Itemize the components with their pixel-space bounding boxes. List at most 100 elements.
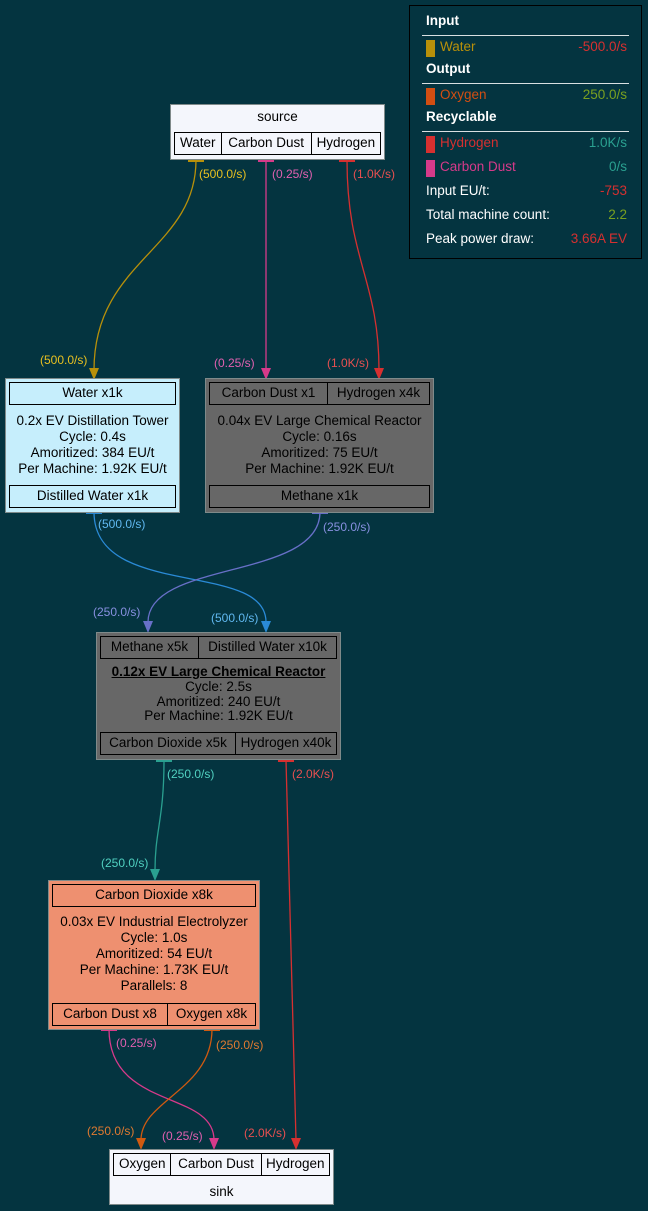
- distill-cycle: Cycle: 0.4s: [59, 429, 126, 444]
- edge-label-water-dst: (500.0/s): [40, 353, 87, 367]
- edge-label-h2b-src: (2.0K/s): [292, 767, 334, 781]
- stat-value: 2.2: [608, 207, 627, 222]
- distill-output-port: Distilled Water x1k: [9, 485, 176, 508]
- chemical-reactor-1-node[interactable]: Carbon Dust x1 Hydrogen x4k 0.04x EV Lar…: [205, 378, 434, 513]
- legend-item-name: Hydrogen: [440, 135, 499, 150]
- stat-label: Peak power draw:: [426, 231, 535, 246]
- oxygen-swatch-icon: [426, 88, 435, 105]
- distill-per-machine: Per Machine: 1.92K EU/t: [18, 461, 167, 476]
- legend-divider: [422, 131, 629, 132]
- source-port-water[interactable]: Water: [175, 133, 222, 154]
- lcr2-cycle: Cycle: 2.5s: [185, 679, 252, 694]
- edge-label-dw-src: (500.0/s): [98, 517, 145, 531]
- legend-item-name: Oxygen: [440, 87, 487, 102]
- electrolyzer-node[interactable]: Carbon Dioxide x8k 0.03x EV Industrial E…: [48, 880, 260, 1030]
- legend-input-header: Input: [426, 13, 459, 28]
- edge-methane: (250.0/s) (250.0/s): [93, 510, 370, 633]
- edge-label-cdust-src: (0.25/s): [272, 167, 313, 181]
- lcr2-port-distilled-water[interactable]: Distilled Water x10k: [208, 639, 327, 654]
- source-port-hydrogen[interactable]: Hydrogen: [316, 135, 376, 150]
- edge-label-cd2-dst: (0.25/s): [162, 1129, 203, 1143]
- electro-details: 0.03x EV Industrial Electrolyzer Cycle: …: [49, 914, 259, 994]
- edge-hydrogen: (1.0K/s) (1.0K/s): [327, 158, 395, 380]
- stat-value: 3.66A EV: [570, 231, 627, 246]
- lcr1-cycle: Cycle: 0.16s: [282, 429, 357, 444]
- lcr2-input-ports: Methane x5k Distilled Water x10k: [100, 636, 337, 659]
- distill-port-distilled-water[interactable]: Distilled Water x1k: [36, 488, 149, 503]
- distillation-tower-node[interactable]: Water x1k 0.2x EV Distillation Tower Cyc…: [5, 378, 180, 513]
- lcr1-port-carbon-dust[interactable]: Carbon Dust x1: [210, 383, 328, 404]
- legend-stat-input-eu: Input EU/t: -753: [426, 181, 627, 201]
- chemical-reactor-2-node[interactable]: Methane x5k Distilled Water x10k 0.12x E…: [96, 632, 341, 760]
- lcr1-details: 0.04x EV Large Chemical Reactor Cycle: 0…: [206, 413, 433, 477]
- stat-label: Total machine count:: [426, 207, 550, 222]
- sink-title: sink: [209, 1184, 234, 1199]
- legend-stat-machine-count: Total machine count: 2.2: [426, 205, 627, 225]
- sink-node[interactable]: Oxygen Carbon Dust Hydrogen sink: [109, 1149, 334, 1205]
- legend-item-value: 0/s: [608, 159, 627, 174]
- source-node[interactable]: source Water Carbon Dust Hydrogen: [170, 104, 385, 160]
- lcr2-port-hydrogen[interactable]: Hydrogen x40k: [240, 735, 332, 750]
- legend-divider: [422, 83, 629, 84]
- electro-port-oxygen[interactable]: Oxygen x8k: [175, 1006, 248, 1021]
- edge-label-me-dst: (250.0/s): [93, 605, 140, 619]
- legend-recyclable-header: Recyclable: [426, 109, 497, 124]
- distill-port-water[interactable]: Water x1k: [62, 385, 123, 400]
- electro-port-carbon-dioxide[interactable]: Carbon Dioxide x8k: [95, 887, 213, 902]
- lcr1-output-port: Methane x1k: [209, 485, 430, 508]
- stat-value: -753: [599, 183, 627, 198]
- edge-label-h2b-dst: (2.0K/s): [244, 1126, 286, 1140]
- legend-stat-peak-power: Peak power draw: 3.66A EV: [426, 229, 627, 249]
- edge-carbon-dioxide: (250.0/s) (250.0/s): [101, 758, 214, 881]
- legend-output-oxygen: Oxygen 250.0/s: [426, 85, 627, 105]
- distill-input-port: Water x1k: [9, 382, 176, 405]
- lcr2-port-methane[interactable]: Methane x5k: [101, 637, 199, 658]
- lcr1-port-hydrogen[interactable]: Hydrogen x4k: [336, 385, 421, 400]
- sink-port-hydrogen[interactable]: Hydrogen: [266, 1156, 325, 1171]
- legend-recyclable-hydrogen: Hydrogen 1.0K/s: [426, 133, 627, 153]
- summary-legend: Input Water -500.0/s Output Oxygen 250.0…: [409, 5, 642, 259]
- edge-label-h2-src: (1.0K/s): [353, 167, 395, 181]
- lcr2-details: 0.12x EV Large Chemical Reactor Cycle: 2…: [97, 664, 340, 724]
- distill-amortized: Amoritized: 384 EU/t: [30, 445, 155, 460]
- electro-amortized: Amoritized: 54 EU/t: [95, 946, 213, 961]
- lcr2-title: 0.12x EV Large Chemical Reactor: [111, 664, 326, 679]
- electro-cycle: Cycle: 1.0s: [120, 930, 188, 945]
- edge-label-h2-dst: (1.0K/s): [327, 356, 369, 370]
- sink-ports: Oxygen Carbon Dust Hydrogen: [113, 1153, 330, 1176]
- lcr1-port-methane[interactable]: Methane x1k: [280, 488, 359, 503]
- sink-port-oxygen[interactable]: Oxygen: [114, 1154, 172, 1175]
- electro-per-machine: Per Machine: 1.73K EU/t: [79, 962, 229, 977]
- distill-machine: 0.2x EV Distillation Tower: [16, 413, 169, 428]
- source-ports: Water Carbon Dust Hydrogen: [174, 132, 381, 155]
- edge-label-cdust-dst: (0.25/s): [214, 356, 255, 370]
- electro-input-port: Carbon Dioxide x8k: [52, 884, 256, 907]
- legend-item-value: 250.0/s: [582, 87, 627, 102]
- legend-item-name: Carbon Dust: [440, 159, 516, 174]
- carbon-dust-swatch-icon: [426, 160, 435, 177]
- sink-port-carbon-dust[interactable]: Carbon Dust: [171, 1154, 262, 1175]
- edge-label-dw-dst: (500.0/s): [211, 611, 258, 625]
- edge-label-cd2-src: (0.25/s): [116, 1036, 157, 1050]
- lcr2-per-machine: Per Machine: 1.92K EU/t: [144, 708, 293, 723]
- electro-machine: 0.03x EV Industrial Electrolyzer: [60, 914, 248, 929]
- legend-item-value: 1.0K/s: [588, 135, 627, 150]
- electro-output-ports: Carbon Dust x8 Oxygen x8k: [52, 1003, 256, 1026]
- stat-label: Input EU/t:: [426, 183, 490, 198]
- electro-port-carbon-dust[interactable]: Carbon Dust x8: [53, 1004, 168, 1025]
- edge-label-water-src: (500.0/s): [199, 167, 246, 181]
- edge-label-me-src: (250.0/s): [323, 520, 370, 534]
- lcr1-per-machine: Per Machine: 1.92K EU/t: [245, 461, 394, 476]
- lcr1-machine: 0.04x EV Large Chemical Reactor: [217, 413, 422, 428]
- edge-carbon-dust: (0.25/s) (0.25/s): [214, 158, 313, 380]
- source-port-carbon-dust[interactable]: Carbon Dust: [222, 133, 312, 154]
- legend-output-header: Output: [426, 61, 471, 76]
- electro-parallels: Parallels: 8: [120, 978, 188, 993]
- distill-details: 0.2x EV Distillation Tower Cycle: 0.4s A…: [6, 413, 179, 477]
- lcr1-amortized: Amoritized: 75 EU/t: [261, 445, 378, 460]
- lcr2-port-carbon-dioxide[interactable]: Carbon Dioxide x5k: [101, 733, 236, 754]
- edge-water: (500.0/s) (500.0/s): [40, 158, 246, 380]
- legend-item-name: Water: [440, 39, 476, 54]
- lcr1-input-ports: Carbon Dust x1 Hydrogen x4k: [209, 382, 430, 405]
